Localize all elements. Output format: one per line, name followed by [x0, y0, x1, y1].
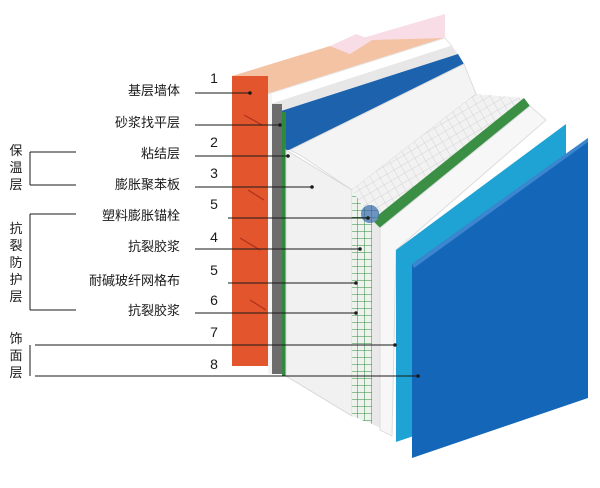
leader-lines — [29, 92, 418, 377]
leader-dots — [248, 91, 420, 378]
layer-label-wall: 基层墙体 — [127, 84, 180, 99]
layer-label-eps-board: 膨胀聚苯板 — [114, 178, 180, 193]
group-label-finish: 饰面层 — [9, 332, 23, 381]
layer-number-5a: 5 — [210, 196, 218, 212]
layer-number-2: 2 — [210, 134, 218, 150]
layer-label-mortar: 砂浆找平层 — [114, 116, 180, 131]
layer-number-6: 6 — [210, 292, 218, 308]
layer-number-4: 4 — [210, 229, 218, 245]
layer-number-7: 7 — [210, 324, 218, 340]
layer-label-anticrack-1: 抗裂胶浆 — [127, 240, 180, 255]
layer-number-3: 3 — [210, 165, 218, 181]
adhesive-layer — [272, 104, 282, 374]
wall-top-surface — [232, 38, 445, 94]
layer-label-fiberglass-mesh: 耐碱玻纤网格布 — [88, 274, 180, 289]
mortar-layer — [268, 94, 272, 374]
layer-label-anchor: 塑料膨胀锚栓 — [101, 209, 180, 224]
layer-label-anticrack-2: 抗裂胶浆 — [127, 304, 180, 319]
layer-number-5b: 5 — [210, 262, 218, 278]
group-label-insulation: 保温层 — [9, 144, 23, 193]
finish-panel-dark — [412, 138, 588, 458]
layer-label-adhesive: 粘结层 — [140, 147, 180, 162]
group-label-crack-protection: 抗裂防护层 — [9, 222, 23, 305]
wall-front — [232, 76, 268, 366]
layer-number-1: 1 — [210, 70, 218, 86]
mesh-layer — [352, 190, 372, 424]
blue-strip-top — [278, 54, 464, 150]
layer-number-8: 8 — [210, 356, 218, 372]
